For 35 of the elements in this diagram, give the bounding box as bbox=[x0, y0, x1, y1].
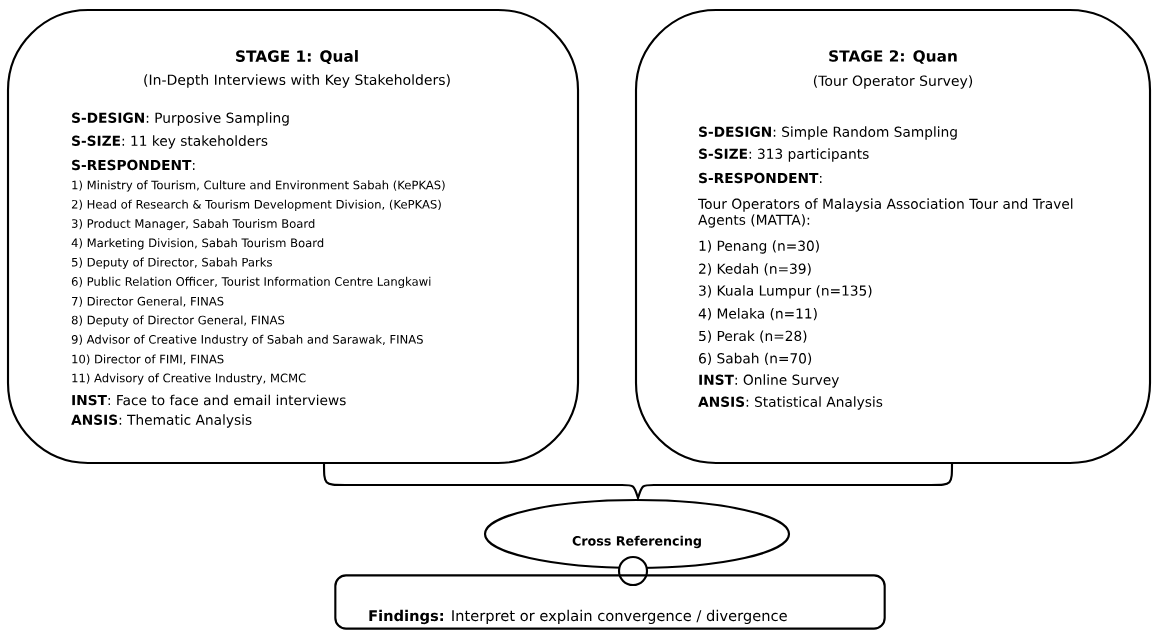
subtitle: (Tour Operator Survey) bbox=[813, 75, 973, 89]
heading: STAGE 1: Qual bbox=[236, 50, 358, 64]
list-item: 5) Deputy of Director, Sabah Parks bbox=[72, 257, 272, 269]
field-line: S-RESPONDENT: bbox=[72, 159, 195, 171]
ellipse-label: Cross Referencing bbox=[572, 535, 701, 549]
field-line: ANSIS: Statistical Analysis bbox=[698, 396, 883, 410]
description: Tour Operators of Malaysia Association Tour and Travel Agents (MATTA): bbox=[698, 198, 1073, 228]
list-item: 4) Melaka (n=11) bbox=[698, 308, 817, 321]
field-line: S-RESPONDENT: bbox=[699, 172, 822, 184]
list-item: 1) Penang (n=30) bbox=[699, 240, 819, 254]
list-item: 8) Deputy of Director General, FINAS bbox=[71, 315, 285, 327]
list-item: 7) Director General, FINAS bbox=[72, 296, 224, 307]
list-item: 10) Director of FIMI, FINAS bbox=[72, 354, 224, 365]
field-line: INST: Face to face and email interviews bbox=[72, 394, 346, 406]
list-item: 6) Public Relation Officer, Tourist Information Centre Langkawi bbox=[71, 276, 431, 289]
connector-circle bbox=[617, 555, 649, 587]
field-line: S-SIZE: 313 participants bbox=[699, 148, 869, 162]
heading: STAGE 2: Quan bbox=[829, 50, 957, 64]
subtitle: (In-Depth Interviews with Key Stakeholders) bbox=[144, 74, 450, 88]
list-item: 5) Perak (n=28) bbox=[699, 330, 807, 343]
list-item: 11) Advisory of Creative Industry, MCMC bbox=[72, 373, 306, 385]
field-line: INST: Online Survey bbox=[699, 374, 839, 388]
list-item: 9) Advisor of Creative Industry of Sabah and Sarawak, FINAS bbox=[71, 334, 423, 346]
field-line: S-DESIGN: Purposive Sampling bbox=[72, 112, 289, 126]
field-line: ANSIS: Thematic Analysis bbox=[71, 414, 252, 428]
findings-text: Findings: Interpret or explain convergence / divergence bbox=[369, 609, 787, 625]
list-item: 4) Marketing Division, Sabah Tourism Board bbox=[71, 238, 324, 250]
list-item: 3) Kuala Lumpur (n=135) bbox=[699, 285, 872, 299]
list-item: 2) Kedah (n=39) bbox=[699, 263, 811, 276]
field-line: S-SIZE: 11 key stakeholders bbox=[72, 135, 268, 149]
field-line: S-DESIGN: Simple Random Sampling bbox=[699, 126, 957, 140]
list-item: 1) Ministry of Tourism, Culture and Environment Sabah (KePKAS) bbox=[72, 180, 445, 192]
list-item: 2) Head of Research & Tourism Development Division, (KePKAS) bbox=[71, 199, 441, 211]
list-item: 6) Sabah (n=70) bbox=[699, 352, 812, 366]
list-item: 3) Product Manager, Sabah Tourism Board bbox=[71, 218, 315, 231]
